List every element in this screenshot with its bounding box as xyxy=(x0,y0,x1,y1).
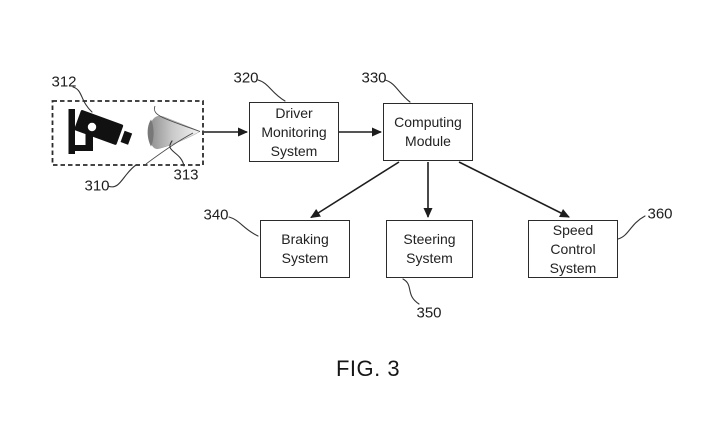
box-label-line: Control xyxy=(550,240,596,257)
box-label-line: Steering xyxy=(403,231,456,247)
leader-330 xyxy=(384,79,411,103)
braking-system-box: Braking System xyxy=(260,220,350,278)
box-label-line: System xyxy=(281,250,329,266)
box-label-line: Braking xyxy=(281,231,329,247)
cctv-camera-icon xyxy=(68,109,133,154)
ref-label-computing-module: 330 xyxy=(361,69,387,87)
box-label-line: Monitoring xyxy=(261,123,327,140)
figure-caption: FIG. 3 xyxy=(335,356,401,381)
leader-310 xyxy=(107,164,137,188)
leader-320 xyxy=(257,79,286,102)
leader-360 xyxy=(617,215,646,240)
leader-340 xyxy=(228,216,259,237)
arrow-computing-to-braking xyxy=(310,161,400,219)
gaze-beam-icon xyxy=(145,105,201,165)
sensor-unit-dashed-box xyxy=(51,100,204,166)
ref-label-camera: 312 xyxy=(51,73,77,91)
steering-system-box: Steering System xyxy=(386,220,473,278)
arrow-computing-to-speed xyxy=(458,161,570,218)
ref-label-steering-system: 350 xyxy=(416,304,442,322)
leader-350 xyxy=(402,278,420,305)
box-label-line: System xyxy=(270,142,318,159)
reference-leader-lines xyxy=(72,79,646,305)
ref-label-braking-system: 340 xyxy=(203,206,229,224)
flow-arrows xyxy=(204,127,570,219)
leader-312 xyxy=(72,86,93,113)
box-label-line: System xyxy=(549,259,597,276)
box-label-line: Driver xyxy=(275,104,313,121)
ref-label-speed-control-system: 360 xyxy=(647,205,673,223)
leader-313 xyxy=(169,140,185,167)
speed-control-system-box: Speed Control System xyxy=(528,220,618,278)
box-label-line: System xyxy=(406,250,453,266)
box-label-line: Speed xyxy=(552,221,594,238)
box-label-line: Computing xyxy=(394,114,462,130)
ref-label-gaze-beam: 313 xyxy=(173,166,199,184)
ref-label-sensor-unit: 310 xyxy=(84,177,110,195)
driver-monitoring-system-box: Driver Monitoring System xyxy=(249,102,339,162)
ref-label-driver-monitoring-system: 320 xyxy=(233,69,259,87)
computing-module-box: Computing Module xyxy=(383,103,473,161)
box-label-line: Module xyxy=(405,133,451,149)
